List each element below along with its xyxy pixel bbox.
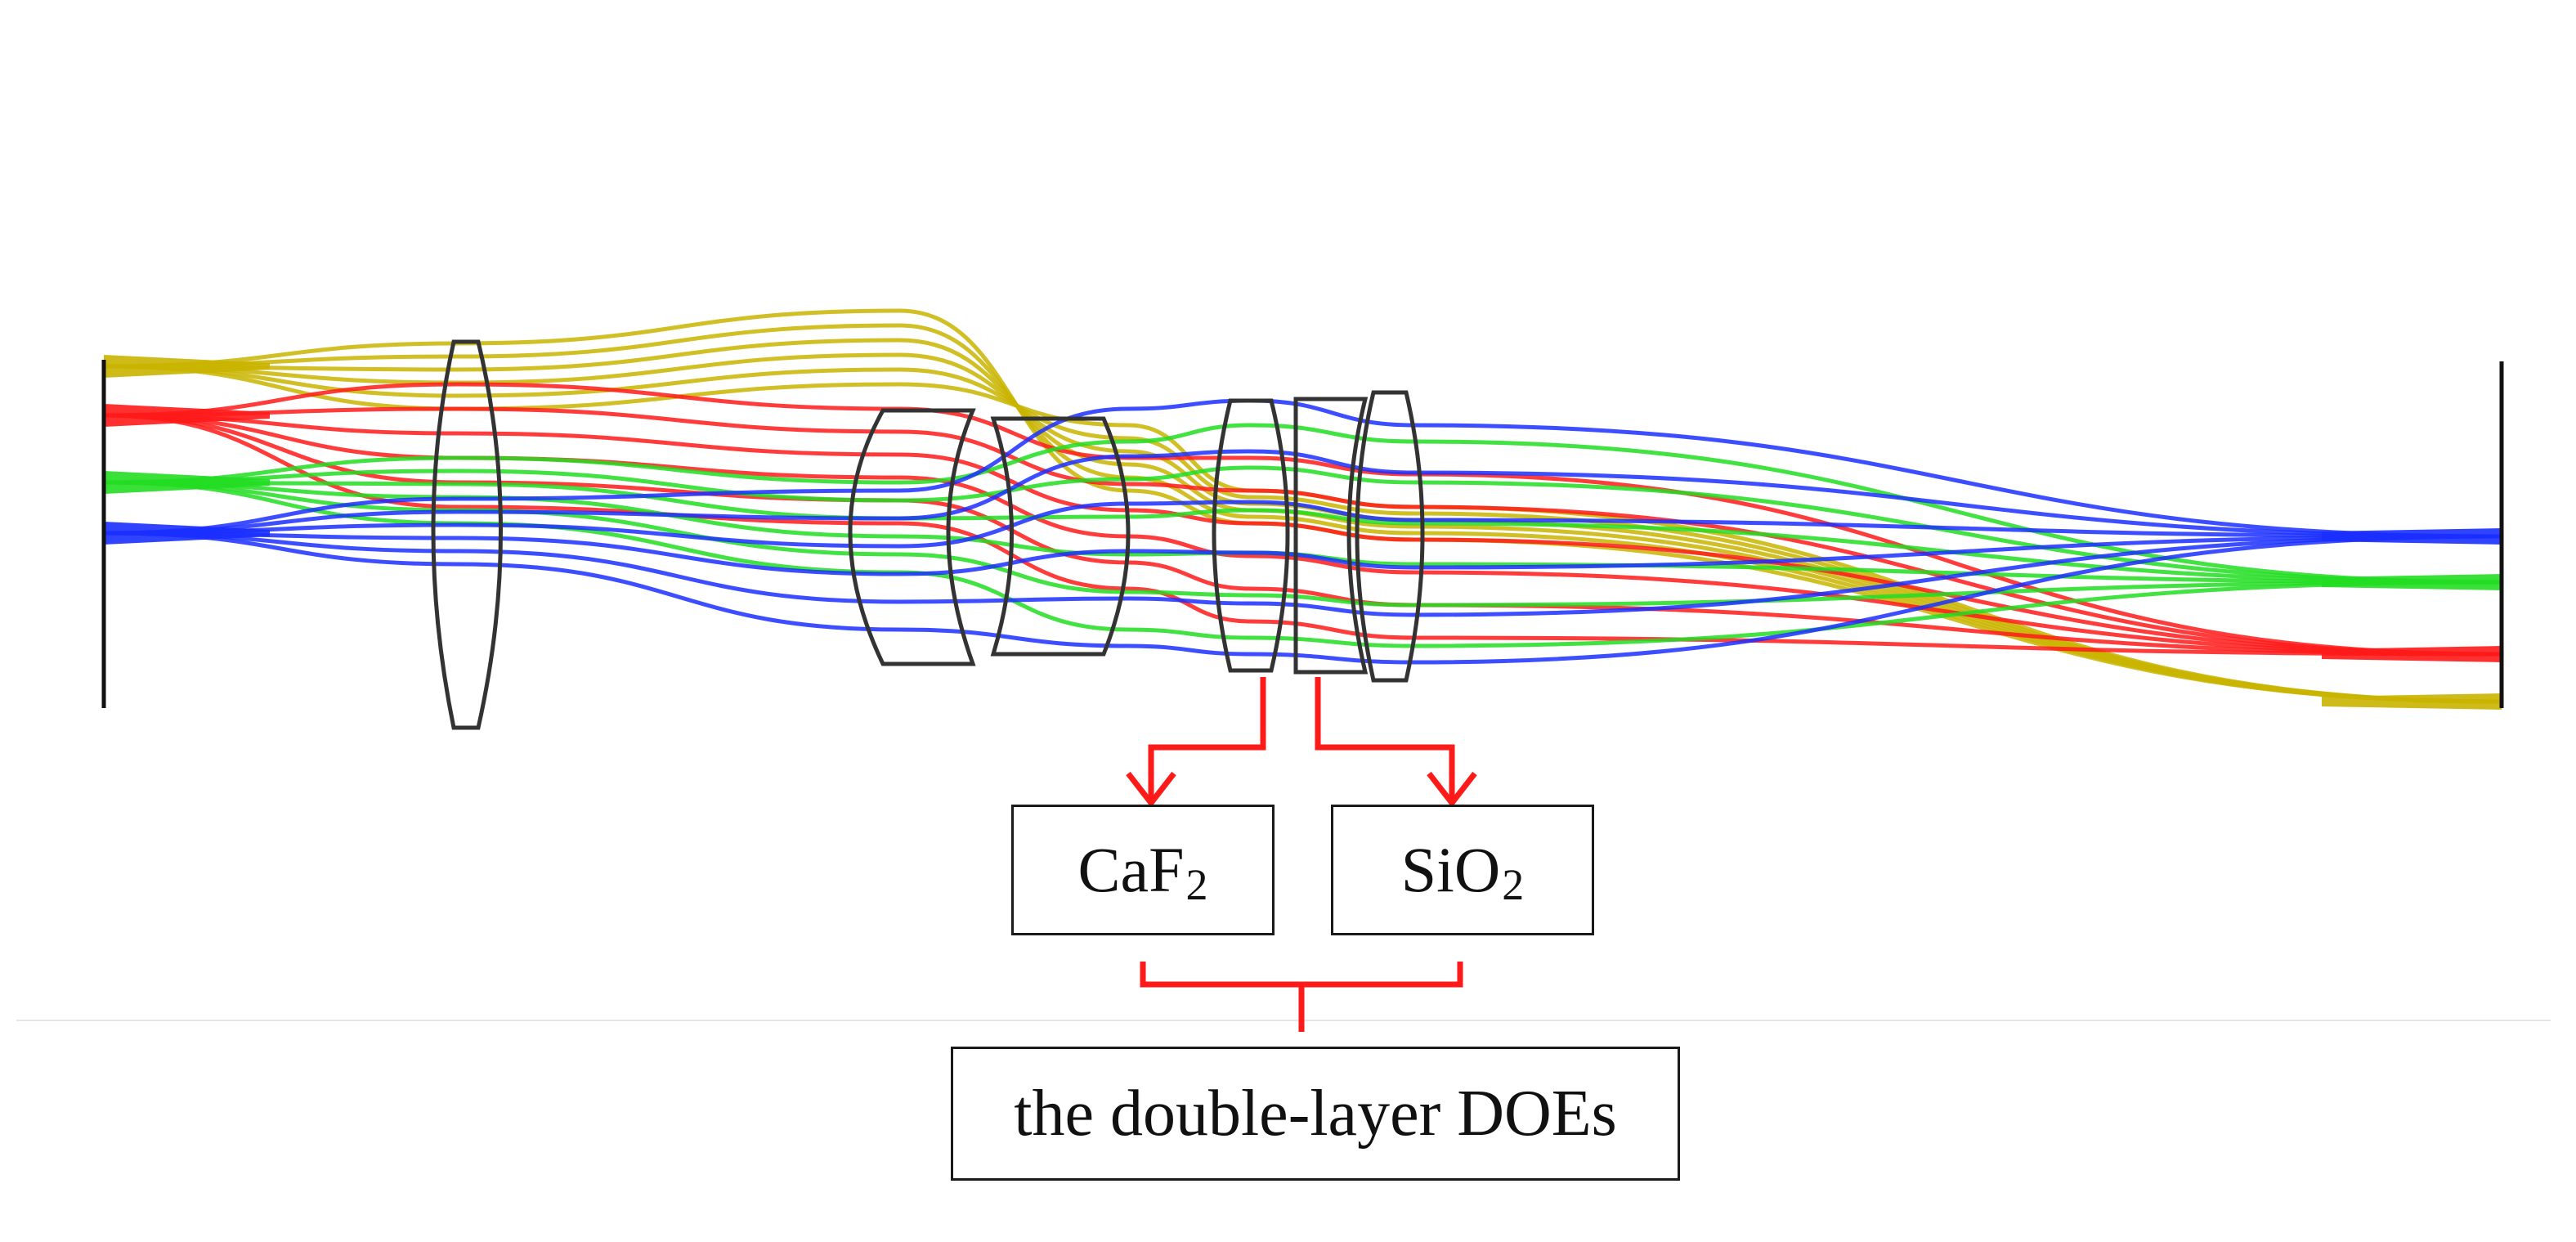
ray-field-4 bbox=[103, 531, 2502, 617]
bracket-icon bbox=[1140, 962, 1463, 1032]
ray-field-4 bbox=[103, 449, 2502, 539]
ray-field-3 bbox=[103, 465, 2502, 585]
image-beam-wedge bbox=[2322, 574, 2502, 590]
lens-6 bbox=[1355, 390, 1425, 683]
object-beam-wedge bbox=[104, 355, 270, 378]
object-beam-wedge bbox=[104, 522, 270, 545]
sio2-label-main: SiO bbox=[1400, 834, 1501, 905]
caf2-label-subscript: 2 bbox=[1185, 860, 1208, 909]
annotation-connectors bbox=[1126, 677, 1477, 1032]
ray-field-1 bbox=[103, 338, 2502, 704]
image-beam-wedge bbox=[2322, 693, 2502, 710]
connector-sio2 bbox=[1315, 677, 1455, 801]
lens-2 bbox=[848, 408, 976, 666]
double-layer-doe-label-box: the double-layer DOEs bbox=[951, 1047, 1680, 1181]
connector-caf2 bbox=[1148, 677, 1266, 801]
image-beam-wedge bbox=[2322, 646, 2502, 662]
double-layer-doe-label: the double-layer DOEs bbox=[1014, 1077, 1617, 1150]
caf2-label-main: CaF bbox=[1077, 834, 1185, 905]
image-beam-wedge bbox=[2322, 528, 2502, 545]
lens-elements bbox=[431, 339, 1425, 730]
ray-field-2 bbox=[103, 413, 2502, 657]
arrow-down-icon bbox=[1427, 771, 1477, 808]
ray-field-3 bbox=[103, 480, 2502, 585]
object-beam-wedge bbox=[104, 471, 270, 494]
ray-field-2 bbox=[103, 406, 2502, 657]
ray-fans bbox=[103, 308, 2502, 710]
lens-4-caf2-doe bbox=[1212, 398, 1290, 673]
lens-3 bbox=[990, 416, 1131, 657]
lens-1 bbox=[431, 339, 503, 730]
object-beam-wedge bbox=[104, 404, 270, 427]
lens-5-sio2-doe bbox=[1293, 397, 1369, 675]
sio2-label-subscript: 2 bbox=[1502, 860, 1525, 909]
arrow-down-icon bbox=[1126, 771, 1176, 808]
ray-field-4 bbox=[103, 531, 2502, 665]
ray-field-4 bbox=[103, 398, 2502, 539]
ray-field-3 bbox=[103, 423, 2502, 585]
